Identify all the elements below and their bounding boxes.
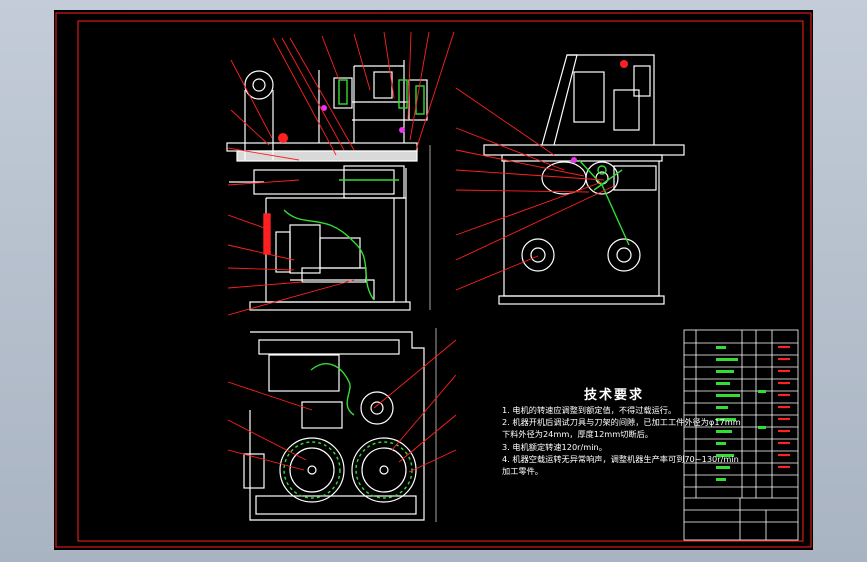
- outer-frame: [55, 12, 812, 548]
- leader-lines: [227, 31, 615, 473]
- top-view: [243, 328, 437, 522]
- tech-line: 1. 电机的转速应调整到额定值，不得过载运行。: [502, 405, 677, 415]
- cad-drawing: [55, 12, 812, 548]
- tech-line: 4. 机器空载运转无异常响声，调整机器生产率可到70~130r/min: [502, 453, 739, 464]
- title-block-redtext: [778, 346, 790, 468]
- front-view: [226, 60, 431, 311]
- tech-line: 下料外径为24mm，厚度12mm切断后。: [502, 429, 653, 440]
- tech-line: 2. 机器开机后调试刀具与刀架的间隙，已加工工件外径为φ17mm: [502, 417, 741, 428]
- green-accents: [263, 79, 630, 499]
- title-block: [683, 329, 799, 541]
- tech-requirements-title: 技术要求: [584, 388, 645, 403]
- drawing-sheet: 技术要求 1. 电机的转速应调整到额定值，不得过载运行。 2. 机器开机后调试刀…: [54, 10, 813, 550]
- tech-line: 3. 电机额定转速120r/min。: [502, 441, 607, 452]
- title-block-text: [716, 346, 766, 481]
- red-markers: [278, 60, 628, 143]
- inner-frame: [77, 20, 804, 542]
- tech-line: 加工零件。: [502, 466, 543, 477]
- magenta-marks: [321, 105, 577, 163]
- tech-requirements-body: 1. 电机的转速应调整到额定值，不得过载运行。 2. 机器开机后调试刀具与刀架的…: [502, 404, 741, 477]
- side-view: [483, 54, 685, 305]
